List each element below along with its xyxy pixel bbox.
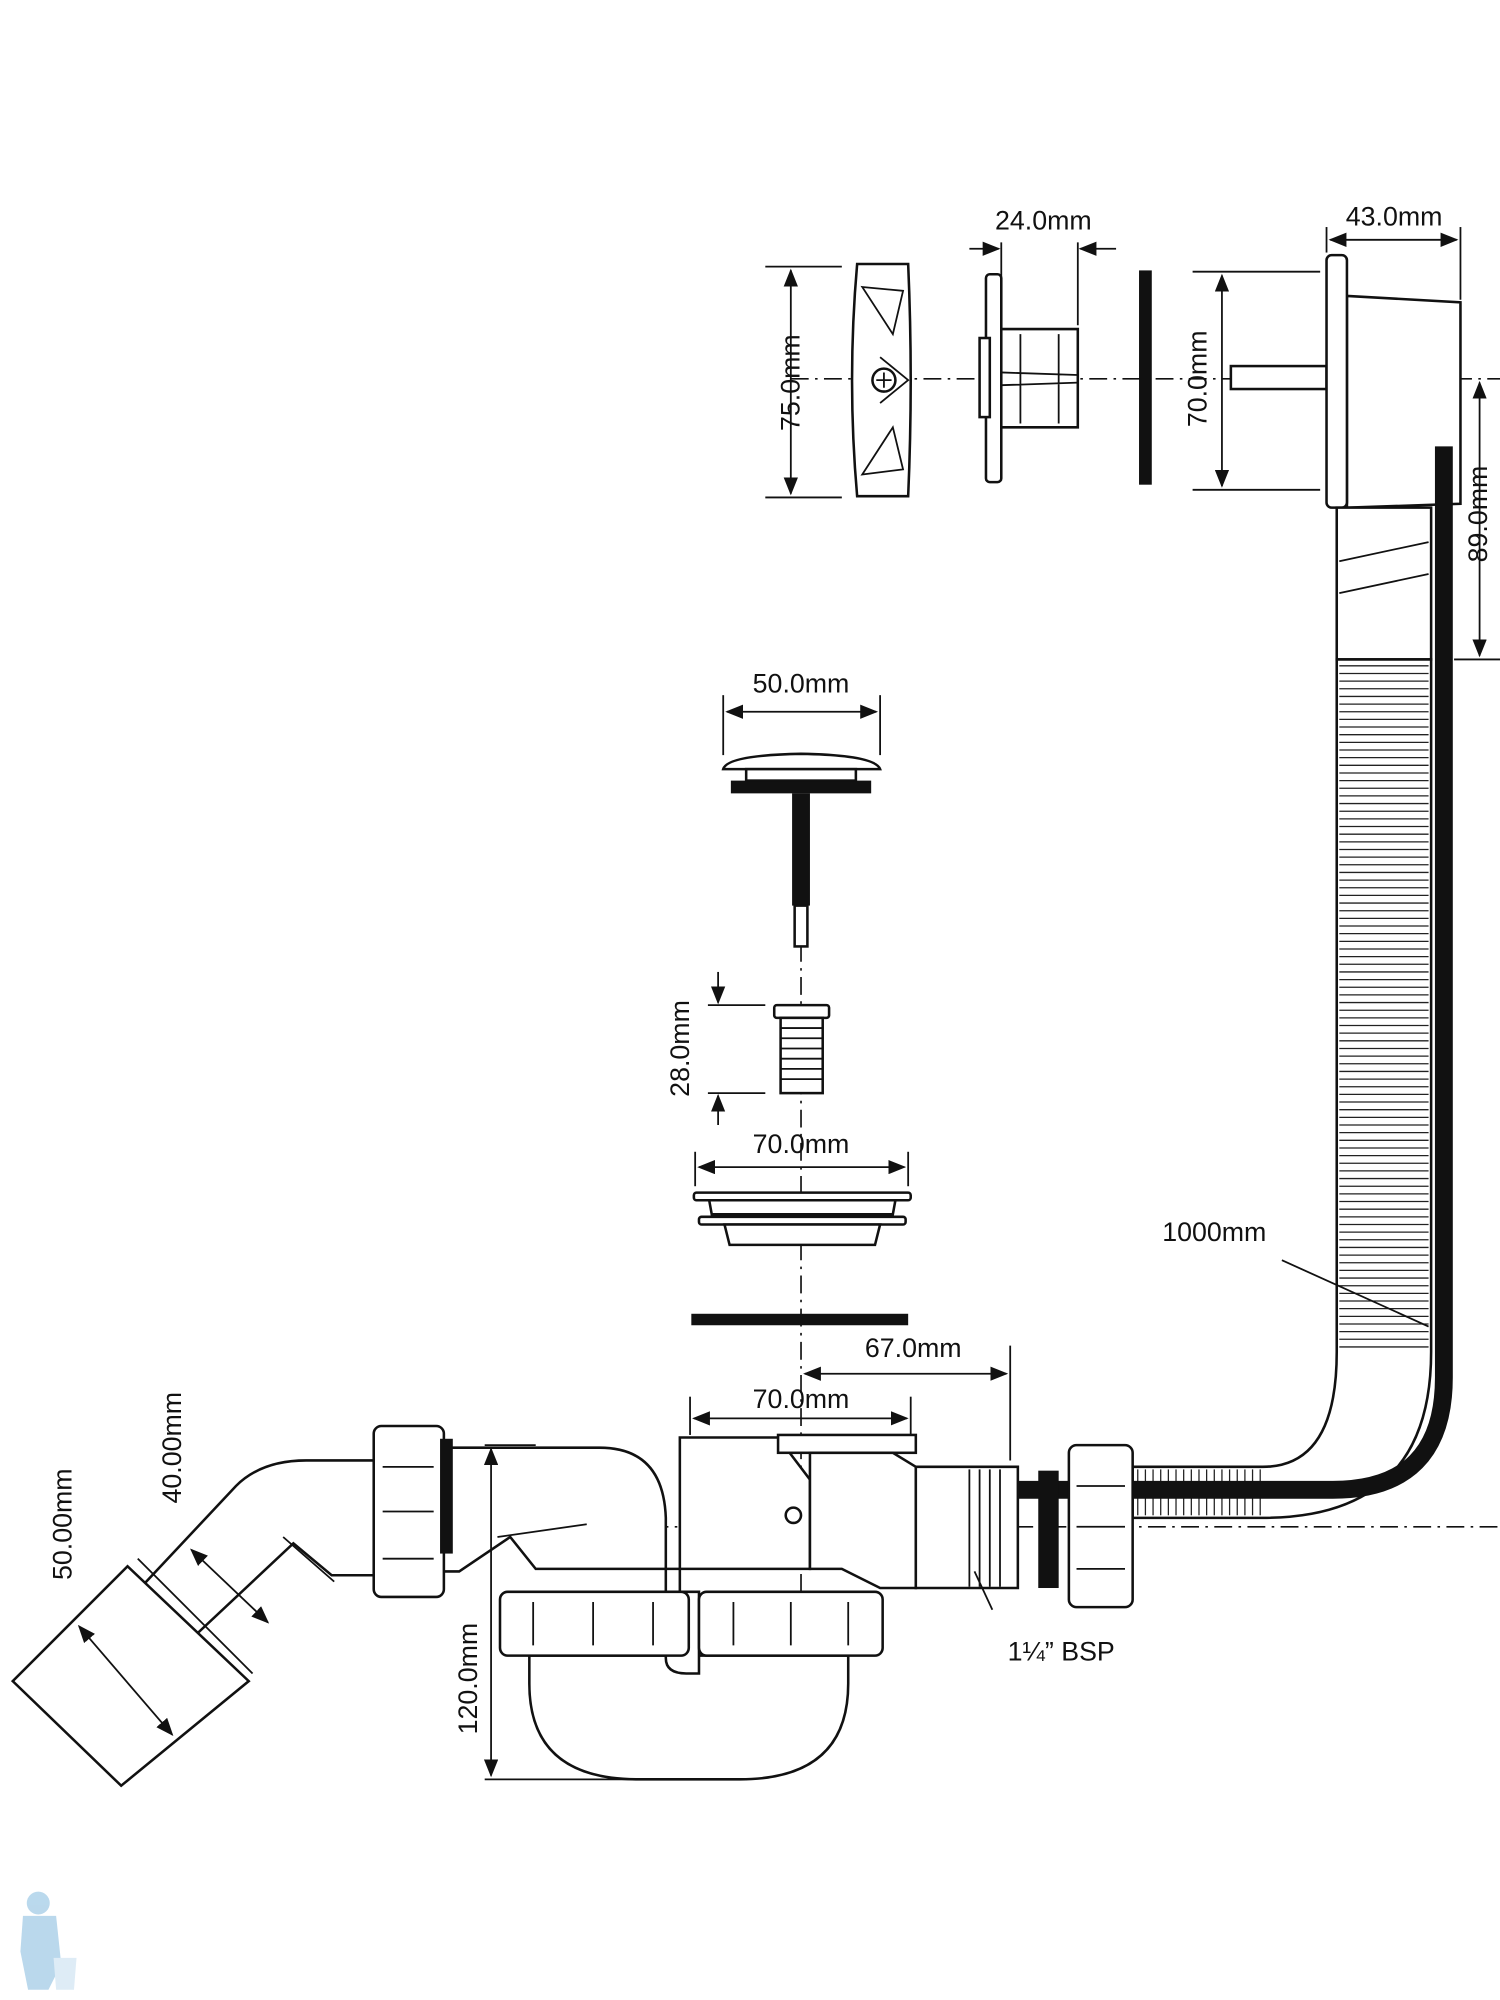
dim-overflow-drop: 89.0mm [1454,380,1500,661]
label-1000mm: 1000mm [1162,1217,1266,1247]
label-43mm: 43.0mm [1346,202,1443,232]
label-28mm: 28.0mm [665,1000,695,1097]
label-89mm: 89.0mm [1463,466,1493,563]
overflow-gasket [1139,270,1152,485]
label-120mm: 120.0mm [453,1623,483,1735]
dim-thread: 1¼” BSP [973,1571,1115,1667]
dim-trap-depth: 120.0mm [453,1444,638,1781]
control-cable [809,446,1453,1499]
label-40mm: 40.00mm [157,1392,187,1504]
dim-waste-body: 70.0mm [689,1384,912,1435]
label-70mm-waste: 70.0mm [753,1384,850,1414]
label-67mm: 67.0mm [865,1333,962,1363]
label-24mm: 24.0mm [995,206,1092,236]
label-bsp-thread: 1¼” BSP [1008,1637,1115,1667]
overflow-body [1229,253,1462,661]
overflow-cover [850,262,912,498]
adjuster-screw [772,1003,831,1095]
trap [372,1424,1134,1781]
label-70mm-strainer: 70.0mm [753,1129,850,1159]
overflow-spacer [978,272,1080,484]
dim-plug-diameter: 50.0mm [722,669,881,756]
dim-strainer-diameter: 70.0mm [694,1129,910,1187]
waste-gasket [691,1313,909,1326]
dim-waste-offset: 67.0mm [803,1333,1012,1461]
label-70mm-overflow: 70.0mm [1183,330,1213,427]
label-50mm: 50.0mm [753,669,850,699]
dim-outlet-outer: 50.00mm [47,1468,174,1737]
plug [721,752,882,948]
dim-overflow-body-height: 70.0mm [1183,270,1321,491]
dim-screw-length: 28.0mm [665,971,766,1125]
label-50mm-outlet: 50.00mm [47,1468,77,1580]
dim-spacer-depth: 24.0mm [969,206,1117,326]
dim-overflow-cover-height: 75.0mm [765,265,842,499]
strainer [692,1191,912,1247]
dim-hose-length: 1000mm [1162,1217,1429,1328]
dim-overflow-body-depth: 43.0mm [1325,202,1462,300]
dim-outlet-inner: 40.00mm [157,1392,270,1624]
corrugated-hose [1131,658,1433,1520]
label-75mm: 75.0mm [776,334,806,431]
plumber-logo [20,1891,77,1990]
